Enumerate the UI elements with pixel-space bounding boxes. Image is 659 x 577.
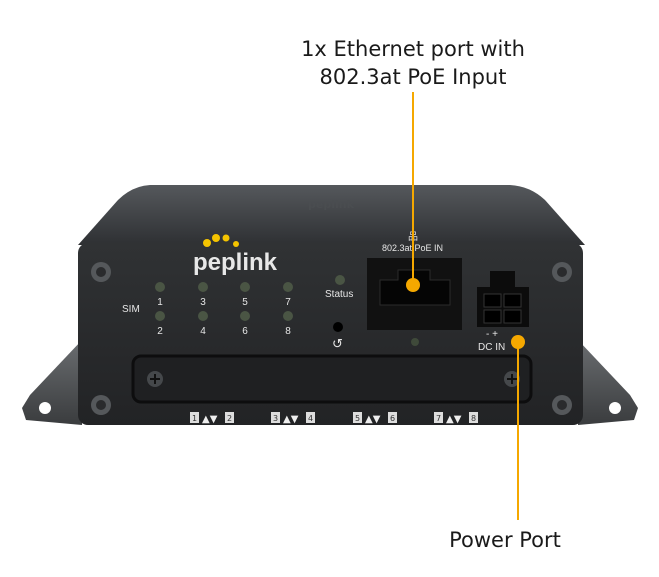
lid-logo: peplink — [308, 198, 355, 211]
reset-button — [333, 322, 343, 332]
slot-number: 1 — [192, 414, 197, 423]
sim-number: 1 — [157, 297, 163, 308]
sim-number: 3 — [200, 297, 206, 308]
right-mounting-flange — [578, 340, 638, 425]
dc-in-label: DC IN — [478, 342, 505, 353]
sim-number: 2 — [157, 326, 163, 337]
sim-slot-cover — [131, 354, 533, 404]
sim-led — [198, 311, 208, 321]
reset-icon: ↺ — [332, 337, 343, 352]
sim-led — [198, 282, 208, 292]
ethernet-callout-line1: 1x Ethernet port with — [301, 37, 525, 61]
slot-number: 7 — [436, 414, 441, 423]
screw-icon — [147, 371, 163, 387]
power-callout-dot — [511, 335, 525, 349]
status-led — [335, 275, 345, 285]
up-down-arrows-icon: ▲▼ — [446, 414, 462, 425]
screw-icon — [552, 395, 572, 415]
screw-icon — [504, 371, 520, 387]
slot-number: 6 — [390, 414, 395, 423]
ethernet-callout-line2: 802.3at PoE Input — [320, 65, 507, 89]
slot-pair-label: 3 4 ▲▼ — [271, 412, 315, 425]
sim-led — [283, 282, 293, 292]
sim-number: 4 — [200, 326, 206, 337]
slot-pair-label: 7 8 ▲▼ — [434, 412, 478, 425]
sim-led — [240, 282, 250, 292]
slot-pair-label: 1 2 ▲▼ — [190, 412, 234, 425]
ethernet-led — [411, 338, 419, 346]
sim-number: 5 — [242, 297, 248, 308]
sim-led — [283, 311, 293, 321]
up-down-arrows-icon: ▲▼ — [202, 414, 218, 425]
sim-number: 6 — [242, 326, 248, 337]
sim-led — [240, 311, 250, 321]
sim-number: 8 — [285, 326, 291, 337]
slot-number: 4 — [308, 414, 313, 423]
status-label: Status — [325, 289, 353, 300]
slot-number: 8 — [471, 414, 476, 423]
slot-labels: 1 2 ▲▼ 3 4 ▲▼ 5 6 ▲▼ 7 8 ▲▼ — [190, 412, 478, 425]
screw-icon — [91, 395, 111, 415]
slot-number: 5 — [355, 414, 360, 423]
slot-number: 3 — [273, 414, 278, 423]
sim-led — [155, 282, 165, 292]
peplink-logo: peplink — [193, 234, 278, 276]
sim-led — [155, 311, 165, 321]
sim-label: SIM — [122, 304, 140, 315]
up-down-arrows-icon: ▲▼ — [365, 414, 381, 425]
flange-hole — [609, 402, 621, 414]
ethernet-callout-dot — [406, 278, 420, 292]
flange-hole — [39, 402, 51, 414]
screw-icon — [91, 262, 111, 282]
left-mounting-flange — [22, 340, 82, 425]
slot-pair-label: 5 6 ▲▼ — [353, 412, 397, 425]
dc-polarity: - + — [486, 329, 498, 340]
svg-text:peplink: peplink — [193, 249, 278, 276]
slot-number: 2 — [227, 414, 232, 423]
screw-icon — [552, 262, 572, 282]
power-callout-label: Power Port — [449, 528, 561, 552]
up-down-arrows-icon: ▲▼ — [283, 414, 299, 425]
sim-led-group: 1 2 3 4 5 6 7 8 — [155, 282, 293, 337]
device-lid — [78, 185, 585, 245]
sim-number: 7 — [285, 297, 291, 308]
